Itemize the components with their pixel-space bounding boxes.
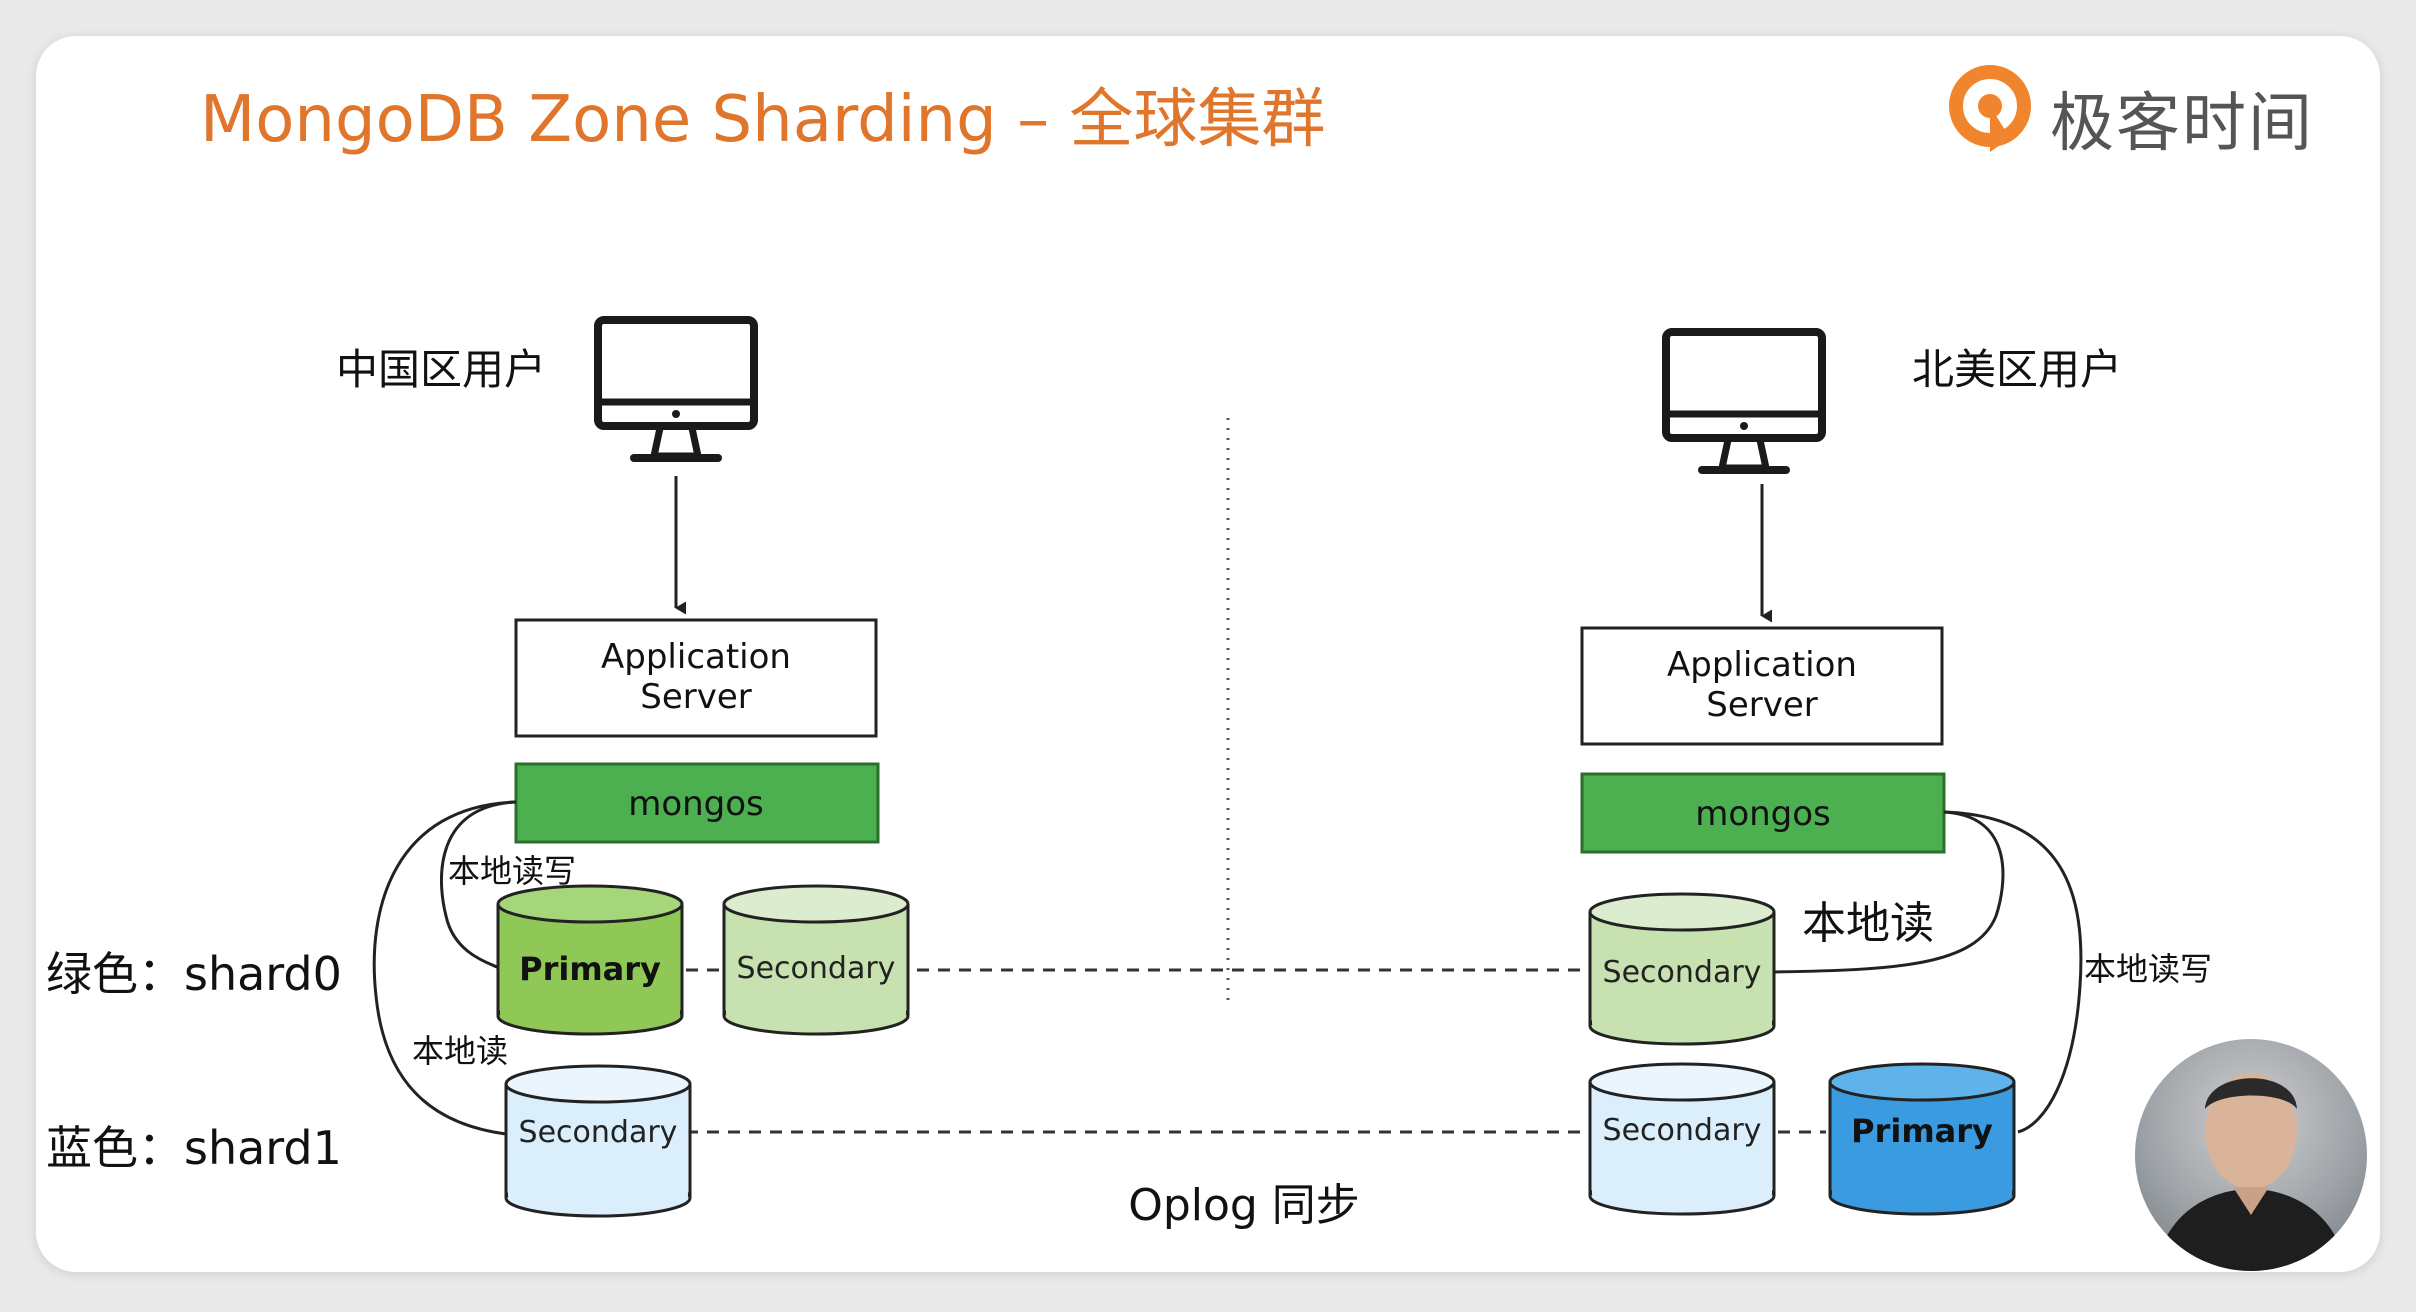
presenter-avatar — [2132, 1036, 2370, 1272]
right-shard1-secondary: Secondary — [1588, 1062, 1776, 1216]
right-shard1-secondary-label: Secondary — [1603, 1113, 1762, 1148]
geektime-logo: 极客时间 — [1948, 56, 2368, 176]
legend-shard1: 蓝色：shard1 — [46, 1121, 342, 1175]
right-shard0-secondary: Secondary — [1588, 892, 1776, 1046]
right-mongos-label: mongos — [1695, 794, 1831, 834]
right-read-label: 本地读 — [1802, 898, 1934, 949]
right-mongos-box — [1580, 772, 1946, 854]
presenter-silhouette-icon — [2155, 1073, 2347, 1271]
left-rw-curve — [440, 800, 517, 972]
right-app-server-box — [1580, 626, 1944, 746]
left-app-server-box — [514, 618, 878, 738]
right-app-server-line2: Server — [1706, 685, 1818, 725]
left-shard1-secondary: Secondary — [504, 1064, 692, 1218]
right-rw-label: 本地读写 — [2084, 950, 2212, 988]
left-read-label: 本地读 — [412, 1032, 508, 1070]
left-mongos-label: mongos — [628, 784, 764, 824]
left-user-label: 中国区用户 — [336, 345, 546, 394]
right-shard0-secondary-label: Secondary — [1603, 955, 1762, 990]
left-shard0-secondary: Secondary — [722, 884, 910, 1036]
right-shard1-primary: Primary — [1828, 1062, 2016, 1216]
oplog-label: Oplog 同步 — [1128, 1180, 1360, 1231]
right-read-curve — [1773, 810, 2005, 974]
left-monitor-icon — [594, 316, 758, 462]
slide-title: MongoDB Zone Sharding – 全球集群 — [200, 83, 1326, 157]
legend-shard0: 绿色：shard0 — [46, 947, 342, 1001]
right-app-server-line1: Application — [1667, 645, 1857, 685]
slide: 中国区用户 Application Server mongos 本地读写 本地读… — [36, 36, 2380, 1272]
right-rw-curve — [1943, 810, 2083, 1134]
left-app-server-line1: Application — [601, 637, 791, 677]
right-shard1-primary-label: Primary — [1851, 1112, 1993, 1150]
left-read-curve — [372, 800, 517, 1136]
logo-text: 极客时间 — [2050, 87, 2314, 161]
left-shard0-primary-label: Primary — [519, 950, 661, 988]
left-app-server-line2: Server — [640, 677, 752, 717]
geektime-logo-icon — [1949, 65, 2031, 152]
left-rw-label: 本地读写 — [448, 852, 576, 890]
left-shard1-secondary-label: Secondary — [519, 1115, 678, 1150]
right-user-label: 北美区用户 — [1912, 345, 2122, 394]
left-shard0-secondary-label: Secondary — [737, 951, 896, 986]
zone-sharding-diagram: 中国区用户 Application Server mongos 本地读写 本地读… — [46, 316, 2212, 1231]
left-shard0-primary: Primary — [496, 884, 684, 1036]
right-monitor-icon — [1662, 328, 1826, 474]
